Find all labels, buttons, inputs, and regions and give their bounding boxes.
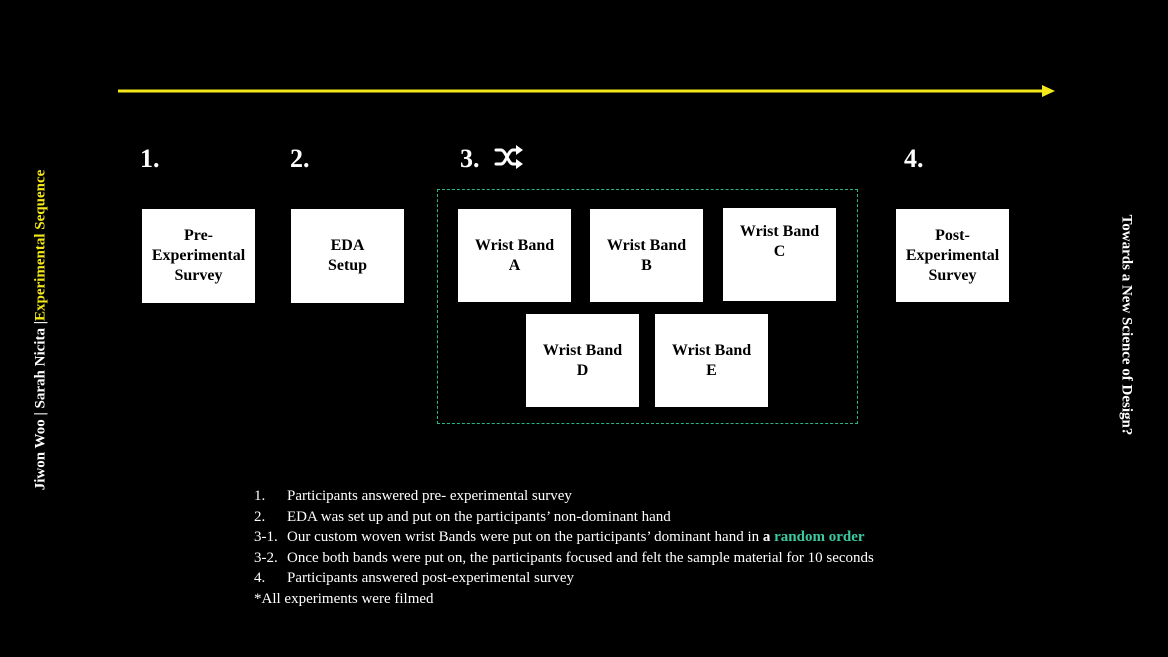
note-line: 2. EDA was set up and put on the particip… [254, 507, 874, 528]
side-caption-right: Towards a New Science of Design? [1118, 214, 1135, 436]
side-caption-left: Jiwon Woo | Sarah Nicita |Experimental S… [33, 170, 50, 491]
note-text: Participants answered post-experimental … [287, 570, 574, 587]
note-text: EDA was set up and put on the participan… [287, 508, 671, 525]
note-number: 2. [254, 508, 266, 525]
separator: | [32, 408, 49, 420]
step-number-1: 1. [140, 144, 160, 173]
pre-survey-box: Pre- Experimental Survey [142, 209, 255, 303]
note-text: Our custom woven wrist Bands were put on… [287, 529, 763, 546]
note-line: 4. Participants answered post-experimenta… [254, 568, 874, 589]
wrist-band-b-box: Wrist Band B [590, 209, 703, 302]
wrist-band-a-box: Wrist Band A [458, 209, 571, 302]
eda-setup-box: EDA Setup [291, 209, 404, 303]
post-survey-box: Post- Experimental Survey [896, 209, 1009, 302]
note-text: Participants answered pre- experimental … [287, 488, 572, 504]
wrist-band-e-box: Wrist Band E [655, 314, 768, 407]
author-name: Jiwon Woo [32, 419, 49, 491]
step-number-4: 4. [904, 144, 924, 173]
section-title: Experimental Sequence [32, 169, 49, 321]
step-number-3: 3. [460, 144, 480, 173]
author-name: Sarah Nicita [32, 328, 49, 409]
note-text: Once both bands were put on, the partici… [287, 549, 874, 566]
note-line: 1. Participants answered pre- experimenta… [254, 486, 874, 507]
note-text: *All experiments were filmed [254, 590, 434, 607]
arrow-right-icon [118, 85, 1055, 97]
note-line: *All experiments were filmed [254, 589, 874, 610]
note-number: 3-2. [254, 549, 278, 566]
note-number: 4. [254, 570, 266, 587]
random-order-group [437, 189, 858, 424]
random-order-highlight: random order [774, 529, 865, 546]
note-number: 1. [254, 488, 266, 504]
shuffle-icon [494, 145, 523, 169]
note-line: 3-1. Our custom woven wrist Bands were pu… [254, 527, 874, 548]
note-line: 3-2. Once both bands were put on, the par… [254, 548, 874, 569]
step-number-2: 2. [290, 144, 310, 173]
wrist-band-c-box: Wrist Band C [723, 208, 836, 301]
wrist-band-d-box: Wrist Band D [526, 314, 639, 407]
note-number: 3-1. [254, 529, 278, 546]
note-bold: a [762, 529, 771, 546]
separator: | [32, 320, 49, 329]
procedure-notes: 1. Participants answered pre- experimenta… [254, 486, 874, 610]
